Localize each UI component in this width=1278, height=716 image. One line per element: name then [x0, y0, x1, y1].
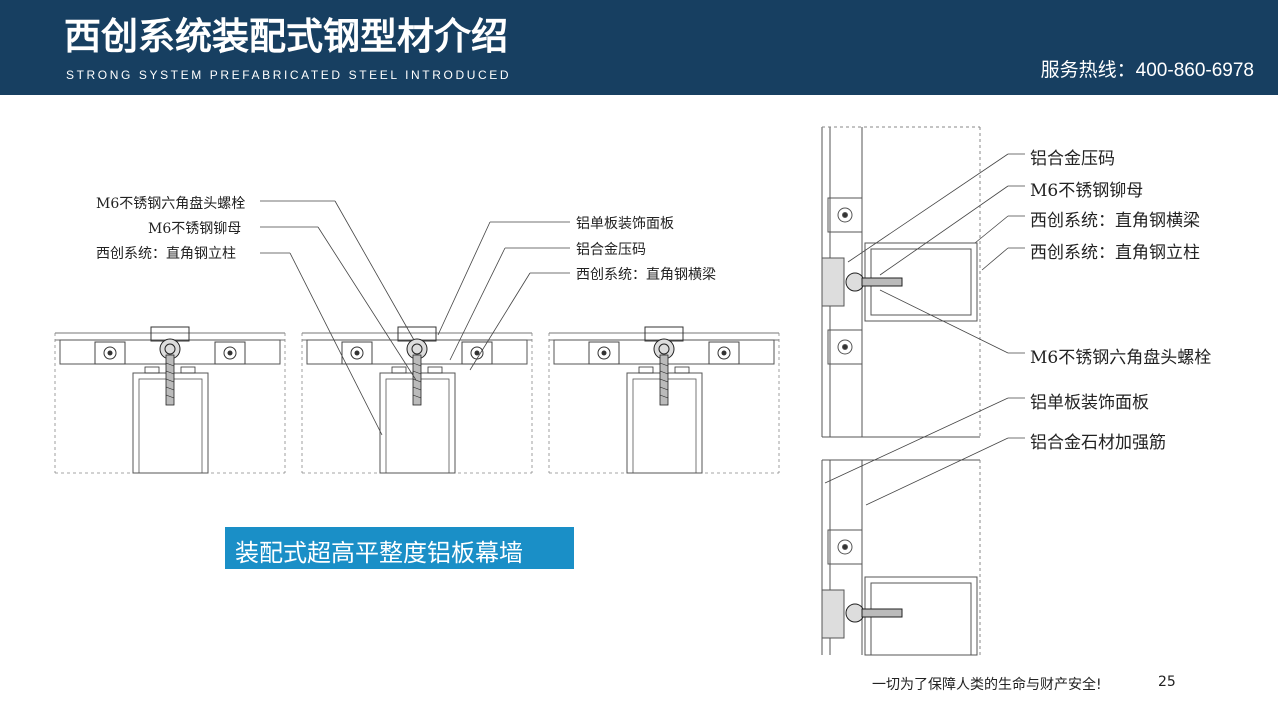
label-right-beam: 西创系统：直角钢横梁: [1030, 211, 1200, 231]
label-right-column: 西创系统：直角钢立柱: [1030, 243, 1200, 263]
header-bar: 西创系统装配式钢型材介绍 STRONG SYSTEM PREFABRICATED…: [0, 0, 1278, 95]
caption-text: 装配式超高平整度铝板幕墙: [235, 539, 523, 567]
page-title: 西创系统装配式钢型材介绍: [64, 15, 508, 58]
page-number: 25: [1158, 674, 1176, 690]
label-right-rib: 铝合金石材加强筋: [1030, 433, 1166, 453]
footer-slogan: 一切为了保障人类的生命与财产安全!: [872, 677, 1102, 693]
label-left-bolt: M6不锈钢六角盘头螺栓: [96, 196, 246, 212]
label-left-rivet-nut: M6不锈钢铆母: [148, 221, 242, 237]
caption-box: 装配式超高平整度铝板幕墙: [225, 527, 574, 569]
label-right-bolt: M6不锈钢六角盘头螺栓: [1030, 348, 1212, 368]
label-left-clamp: 铝合金压码: [576, 242, 646, 258]
label-left-beam: 西创系统：直角钢横梁: [576, 267, 716, 283]
label-right-panel: 铝单板装饰面板: [1030, 393, 1149, 413]
label-right-clamp: 铝合金压码: [1030, 149, 1115, 169]
label-left-column: 西创系统：直角钢立柱: [96, 246, 236, 262]
service-hotline: 服务热线：400-860-6978: [1040, 60, 1254, 81]
page-subtitle: STRONG SYSTEM PREFABRICATED STEEL INTROD…: [66, 68, 512, 82]
label-right-rivet-nut: M6不锈钢铆母: [1030, 181, 1144, 201]
label-left-panel: 铝单板装饰面板: [576, 216, 674, 232]
